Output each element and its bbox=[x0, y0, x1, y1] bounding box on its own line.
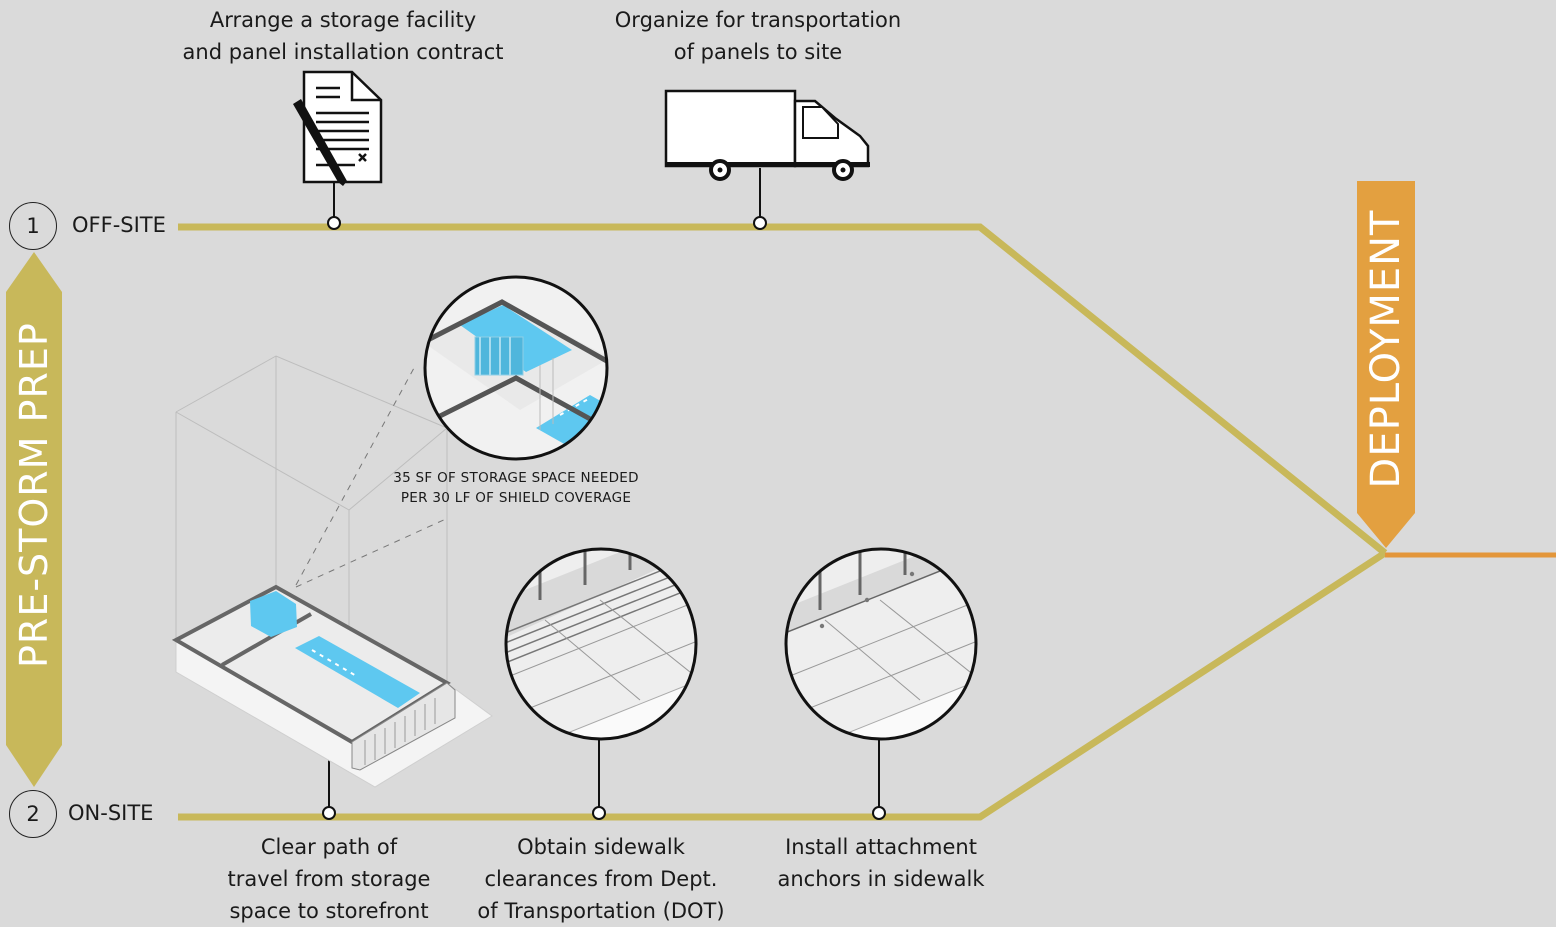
step-label-line: and panel installation contract bbox=[182, 40, 504, 64]
contract-document-icon bbox=[293, 70, 383, 186]
pre-storm-prep-label: PRE-STORM PREP bbox=[12, 322, 56, 668]
step-label-line: Install attachment bbox=[785, 835, 977, 859]
step-marker bbox=[322, 806, 336, 820]
step-label-clear-path: Clear path of travel from storage space … bbox=[194, 831, 464, 927]
step-label-line: travel from storage bbox=[227, 867, 431, 891]
step-label-line: clearances from Dept. bbox=[484, 867, 718, 891]
step-label-line: anchors in sidewalk bbox=[777, 867, 985, 891]
note-line: 35 SF OF STORAGE SPACE NEEDED bbox=[393, 470, 639, 486]
storefront-axonometric-illustration bbox=[171, 355, 493, 788]
track-lines bbox=[178, 223, 1556, 821]
step-label-line: Organize for transportation bbox=[614, 8, 902, 32]
lane-label-onsite: ON-SITE bbox=[68, 801, 154, 825]
box-truck-icon bbox=[664, 89, 870, 181]
step-label-transportation: Organize for transportation of panels to… bbox=[578, 4, 938, 68]
step-label-line: space to storefront bbox=[229, 899, 429, 923]
note-line: PER 30 LF OF SHIELD COVERAGE bbox=[400, 490, 632, 506]
onsite-track bbox=[178, 550, 1387, 821]
step-marker bbox=[753, 216, 767, 230]
storage-detail-circle bbox=[423, 275, 609, 461]
sidewalk-anchors-detail bbox=[784, 547, 978, 741]
step-label-line: of Transportation (DOT) bbox=[477, 899, 725, 923]
step-label-line: Arrange a storage facility bbox=[209, 8, 477, 32]
storage-space-note: 35 SF OF STORAGE SPACE NEEDED PER 30 LF … bbox=[366, 468, 666, 508]
step-marker bbox=[592, 806, 606, 820]
step-label-line: of panels to site bbox=[673, 40, 843, 64]
sidewalk-clearance-detail bbox=[504, 547, 698, 741]
deployment-label: DEPLOYMENT bbox=[1363, 209, 1409, 489]
deployment-tab bbox=[1357, 181, 1415, 548]
step-marker bbox=[327, 216, 341, 230]
step-label-install-anchors: Install attachment anchors in sidewalk bbox=[756, 831, 1006, 895]
step-label-storage-contract: Arrange a storage facility and panel ins… bbox=[163, 4, 523, 68]
step-label-sidewalk-clearances: Obtain sidewalk clearances from Dept. of… bbox=[456, 831, 746, 927]
offsite-track bbox=[178, 223, 1388, 556]
lane-number-offsite: 1 bbox=[9, 202, 57, 250]
step-marker bbox=[872, 806, 886, 820]
pre-storm-arrow bbox=[6, 252, 62, 787]
step-label-line: Clear path of bbox=[260, 835, 398, 859]
lane-number-onsite: 2 bbox=[9, 790, 57, 838]
lane-label-offsite: OFF-SITE bbox=[72, 213, 166, 237]
step-label-line: Obtain sidewalk bbox=[517, 835, 685, 859]
